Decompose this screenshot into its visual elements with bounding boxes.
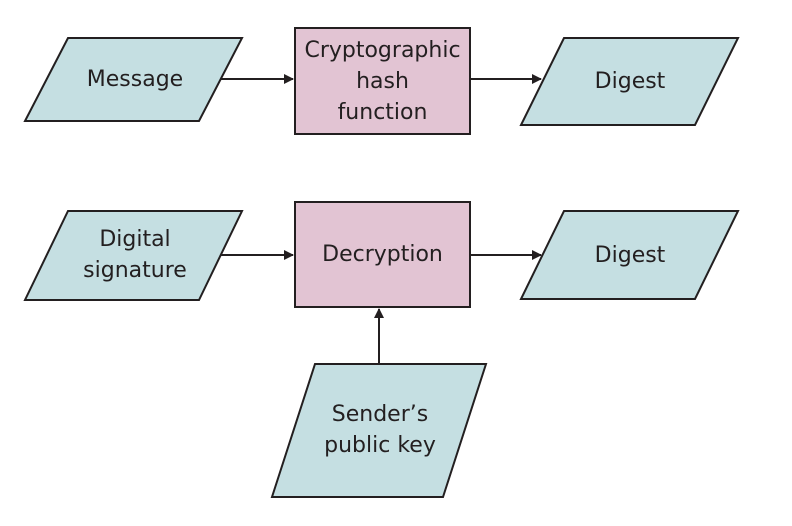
public-key-label: Sender’s public key xyxy=(324,402,436,458)
decryption-shape xyxy=(294,201,471,308)
public-key-shape xyxy=(270,363,488,498)
message-label: Message xyxy=(86,66,184,92)
digest-top-shape xyxy=(519,37,740,126)
hash-function-shape xyxy=(294,27,471,135)
message-shape xyxy=(23,37,244,122)
digital-signature-label: Digital signature xyxy=(83,227,187,283)
digital-signature-shape xyxy=(23,210,244,301)
decryption-label: Decryption xyxy=(322,242,443,267)
digest-top-label: Digest xyxy=(594,68,666,94)
hash-function-label: Cryptographic hash function xyxy=(304,37,461,125)
digest-bottom-label: Digest xyxy=(594,242,666,268)
digest-bottom-shape xyxy=(519,210,740,300)
